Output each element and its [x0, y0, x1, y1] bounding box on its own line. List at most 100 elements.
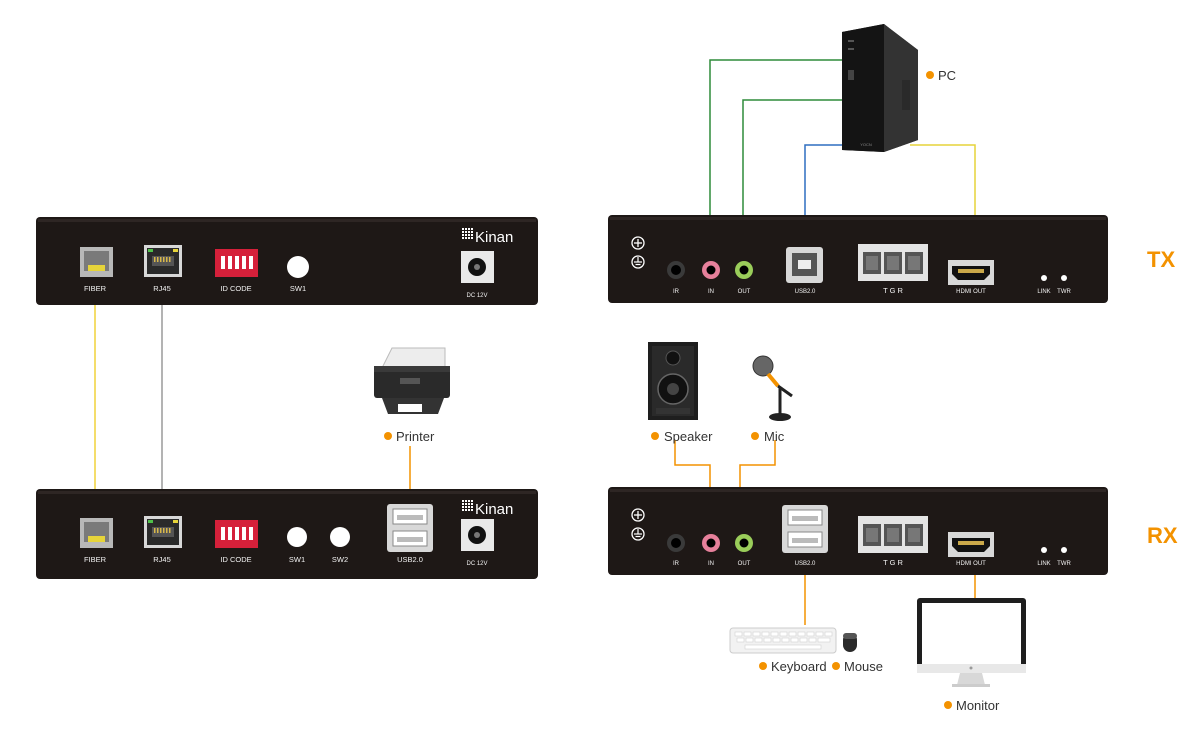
dip-switch-icon [215, 520, 258, 548]
monitor-icon [917, 598, 1026, 687]
usb-a-port-icon [387, 504, 433, 552]
mic-cable [739, 440, 776, 491]
rj45-label: RJ45 [153, 284, 171, 293]
twr-label: TWR [1057, 561, 1071, 567]
speaker-icon [648, 342, 698, 420]
speaker-cable [674, 440, 711, 491]
hdmi-label: HDMI OUT [956, 289, 986, 295]
right-rx-device: IR IN OUT USB2.0 T G R HDMI OUT [608, 487, 1108, 575]
audio-jack-icon [667, 534, 685, 552]
speaker-label: Speaker [664, 429, 713, 444]
audio-jack-icon [702, 261, 720, 279]
tgr-terminal-icon [858, 244, 928, 281]
pc-audio-in-cable [709, 59, 845, 217]
mic-label: Mic [764, 429, 785, 444]
rj45-port-icon [144, 516, 182, 548]
usb-b-port-icon [786, 247, 823, 283]
tgr-label: T G R [883, 558, 903, 567]
rj45-label: RJ45 [153, 555, 171, 564]
bullet-icon [751, 432, 759, 440]
fiber-label: FIBER [84, 284, 107, 293]
usb-label: USB2.0 [795, 561, 816, 567]
dc-jack-icon [461, 251, 494, 283]
led-icon [1061, 547, 1067, 553]
hdmi-port-icon [948, 260, 994, 285]
in-label: IN [708, 289, 714, 295]
bullet-icon [832, 662, 840, 670]
rx-side-label: RX [1147, 523, 1178, 548]
mouse-label: Mouse [844, 659, 883, 674]
fiber-port-icon [80, 247, 113, 277]
sw2-label: SW2 [332, 555, 348, 564]
monitor-label: Monitor [956, 698, 1000, 713]
link-label: LINK [1037, 289, 1050, 295]
brand-name: Kinan [475, 501, 513, 518]
audio-jack-icon [667, 261, 685, 279]
plus-icon [631, 508, 645, 522]
tgr-terminal-icon [858, 516, 928, 553]
ground-icon [631, 255, 645, 269]
out-label: OUT [738, 561, 751, 567]
dc-jack-icon [461, 519, 494, 551]
pc-hdmi-cable [910, 144, 976, 217]
keyboard-icon [729, 627, 837, 654]
left-tx-device: Kinan FIBER RJ45 ID CODE SW1 [36, 217, 538, 305]
sw2-button[interactable] [330, 527, 350, 547]
brand-name: Kinan [475, 229, 513, 246]
usb-a-port-icon [782, 505, 828, 553]
pc-tower-icon: YOCN [842, 24, 918, 152]
hdmi-port-icon [948, 532, 994, 557]
fiber-port-icon [80, 518, 113, 548]
led-icon [1061, 275, 1067, 281]
fiber-label: FIBER [84, 555, 107, 564]
twr-label: TWR [1057, 289, 1071, 295]
bullet-icon [926, 71, 934, 79]
sw1-button[interactable] [287, 527, 307, 547]
audio-jack-icon [702, 534, 720, 552]
connection-lines [94, 59, 976, 625]
dc-label: DC 12V [466, 293, 487, 299]
usb-label: USB2.0 [397, 555, 423, 564]
dip-switch-icon [215, 249, 258, 277]
link-label: LINK [1037, 561, 1050, 567]
tx-side-label: TX [1147, 247, 1175, 272]
bullet-icon [759, 662, 767, 670]
usb-label: USB2.0 [795, 289, 816, 295]
audio-jack-icon [735, 534, 753, 552]
bullet-icon [651, 432, 659, 440]
pc-usb-cable [804, 144, 845, 217]
pc-label: PC [938, 68, 956, 83]
microphone-icon [752, 355, 793, 421]
id-code-label: ID CODE [220, 555, 251, 564]
tgr-label: T G R [883, 286, 903, 295]
right-tx-device: IR IN OUT USB2.0 T G R HDMI OUT LINK [608, 215, 1108, 303]
bullet-icon [944, 701, 952, 709]
left-rx-device: Kinan FIBER RJ45 ID CODE SW1 SW2 [36, 489, 538, 579]
pc-audio-out-cable [742, 99, 845, 217]
keyboard-label: Keyboard [771, 659, 827, 674]
rj45-port-icon [144, 245, 182, 277]
printer-label: Printer [396, 429, 435, 444]
ir-label: IR [673, 289, 680, 295]
hdmi-label: HDMI OUT [956, 561, 986, 567]
kinan-logo-icon [462, 500, 473, 511]
id-code-label: ID CODE [220, 284, 251, 293]
in-label: IN [708, 561, 714, 567]
sw1-button[interactable] [287, 256, 309, 278]
bullet-icon [384, 432, 392, 440]
out-label: OUT [738, 289, 751, 295]
sw1-label: SW1 [290, 284, 306, 293]
plus-icon [631, 236, 645, 250]
sw1-label: SW1 [289, 555, 305, 564]
printer-icon [374, 347, 450, 414]
audio-jack-icon [735, 261, 753, 279]
dc-label: DC 12V [466, 561, 487, 567]
led-icon [1041, 275, 1047, 281]
ir-label: IR [673, 561, 680, 567]
led-icon [1041, 547, 1047, 553]
mouse-icon [843, 633, 857, 652]
kinan-logo-icon [462, 228, 473, 239]
ground-icon [631, 527, 645, 541]
